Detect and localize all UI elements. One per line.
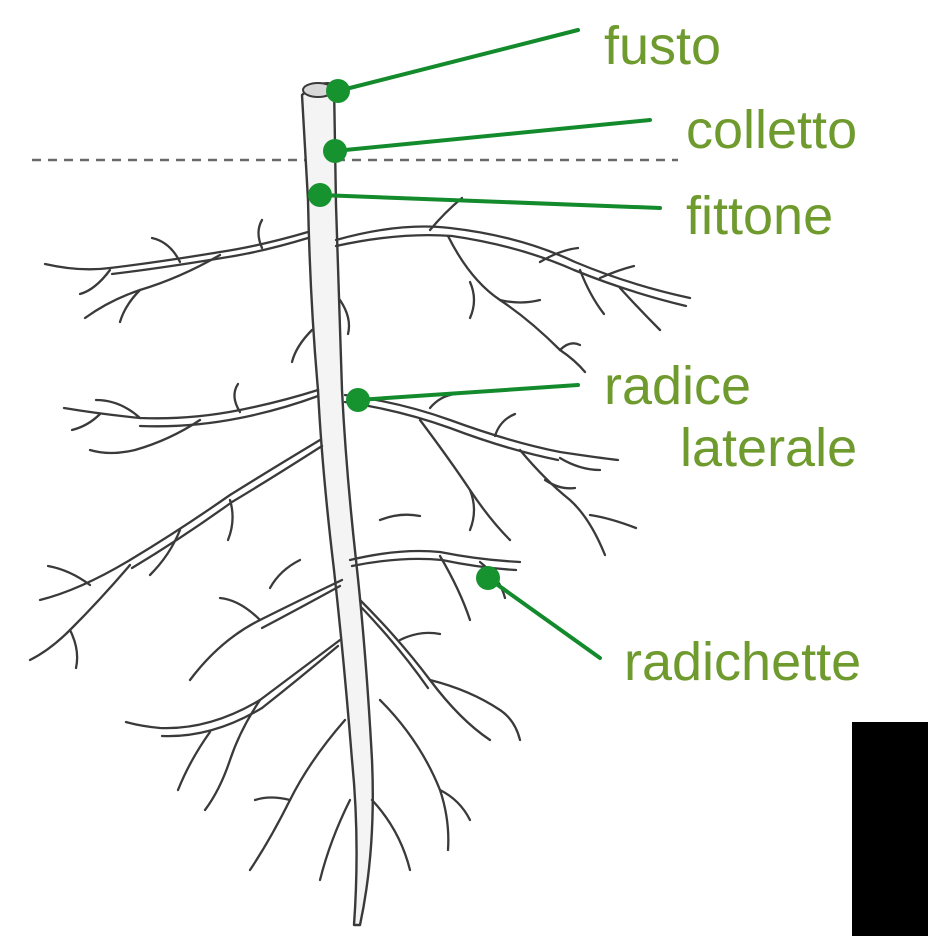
leader-rootlets bbox=[488, 578, 600, 658]
dot-rootlets bbox=[476, 566, 500, 590]
label-lateral-root-line2: laterale bbox=[680, 418, 857, 478]
corner-black-block bbox=[852, 722, 928, 936]
dot-taproot bbox=[308, 183, 332, 207]
dot-stem bbox=[326, 79, 350, 103]
label-taproot: fittone bbox=[686, 186, 833, 246]
labels: fusto colletto fittone radice laterale r… bbox=[604, 16, 861, 692]
label-rootlets: radichette bbox=[624, 632, 861, 692]
label-stem: fusto bbox=[604, 16, 721, 76]
dot-lateral-root bbox=[346, 388, 370, 412]
leader-collar bbox=[335, 120, 650, 151]
leader-taproot bbox=[320, 195, 660, 208]
leader-stem bbox=[338, 30, 578, 91]
taproot-body bbox=[302, 83, 373, 925]
label-lateral-root-line1: radice bbox=[604, 356, 751, 416]
dot-collar bbox=[323, 139, 347, 163]
leader-lateral-root bbox=[358, 385, 578, 400]
label-collar: colletto bbox=[686, 100, 857, 160]
